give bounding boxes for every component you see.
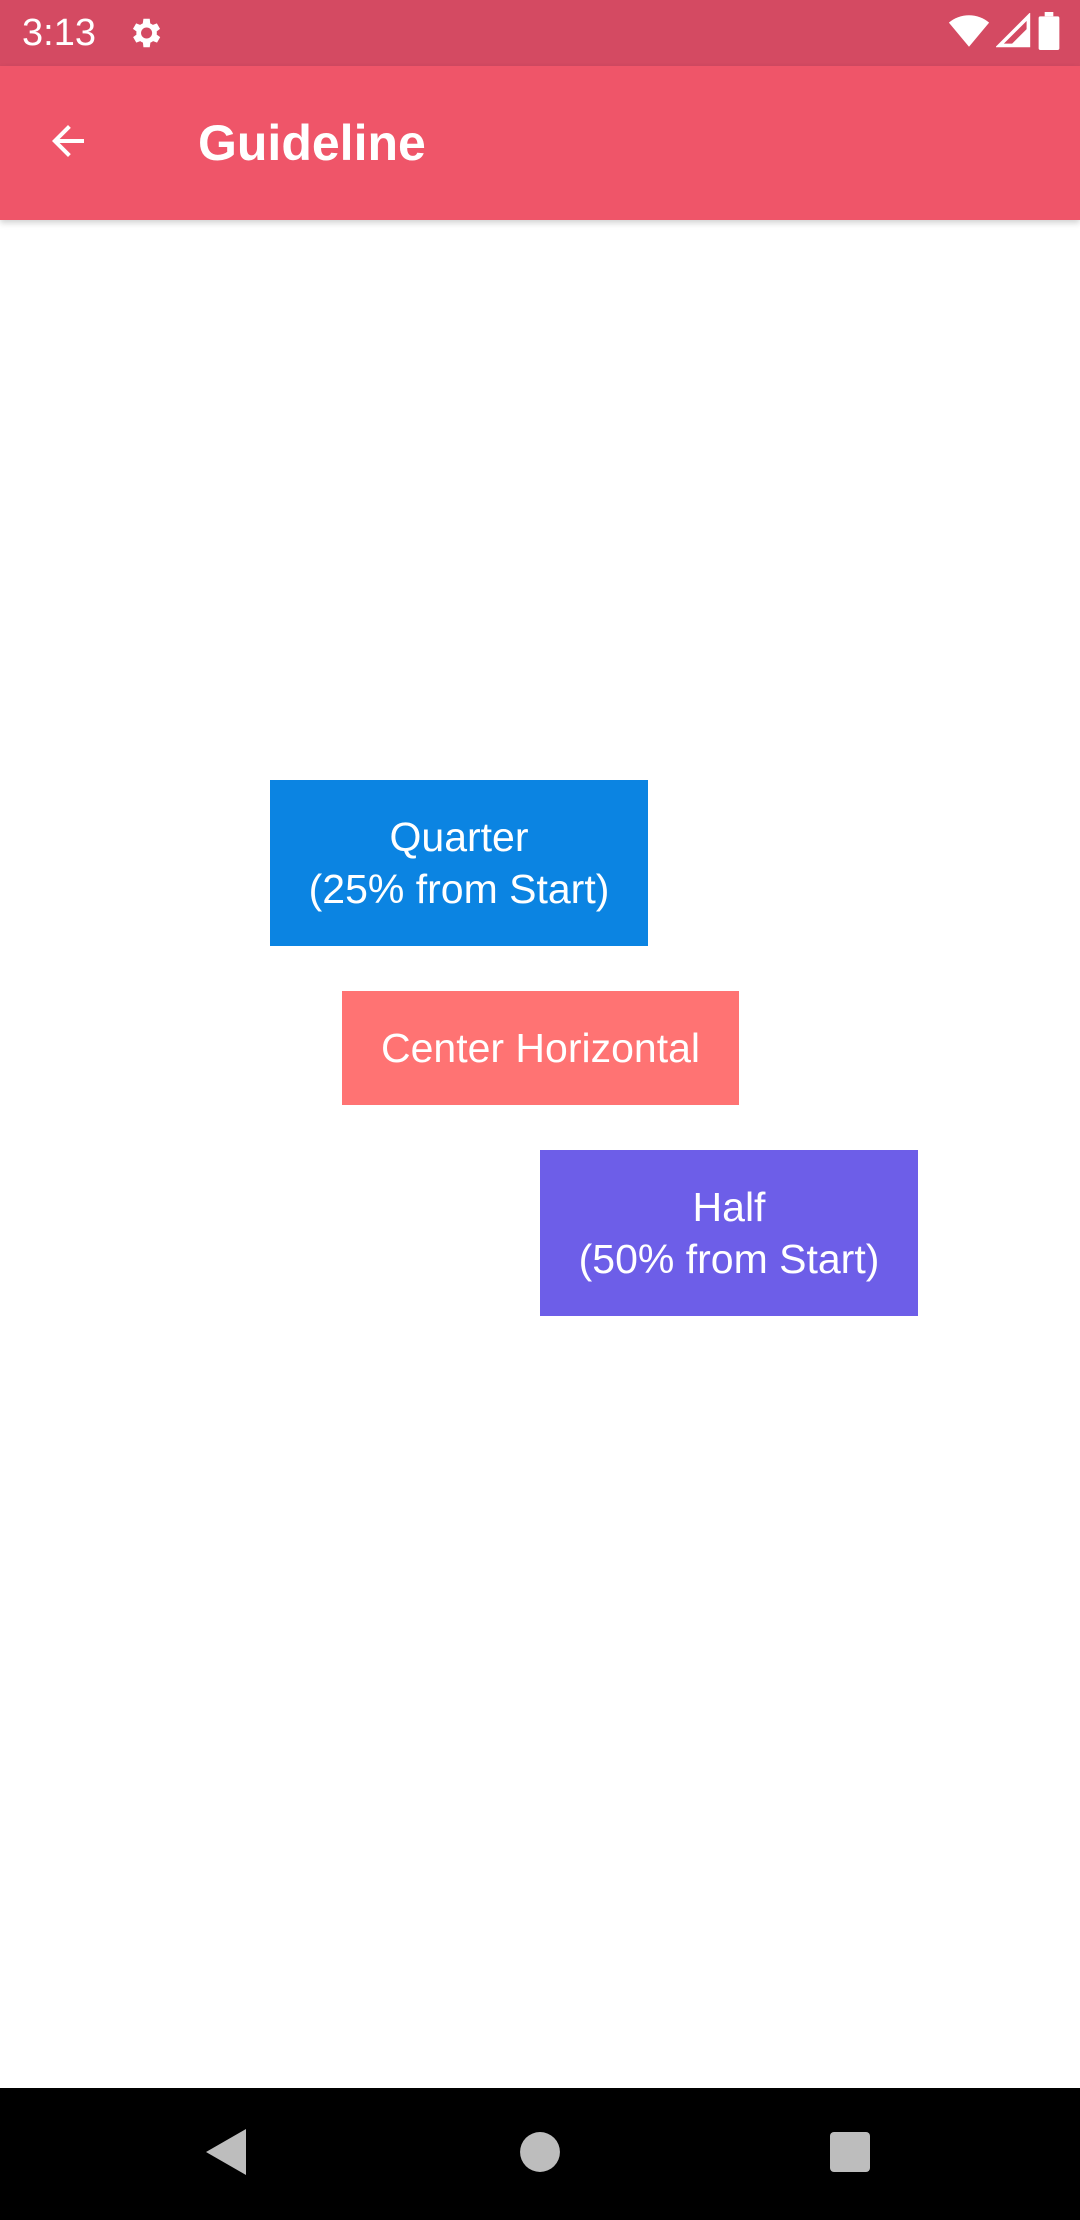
cellular-signal-icon: [995, 11, 1032, 54]
status-bar: 3:13: [0, 0, 1080, 66]
center-horizontal-label: Center Horizontal: [380, 1025, 701, 1071]
battery-icon: [1038, 11, 1060, 55]
status-icons: [948, 11, 1060, 55]
half-box[interactable]: Half (50% from Start): [540, 1150, 918, 1316]
nav-recents-square-icon: [830, 2131, 870, 2177]
navigation-bar: [0, 2088, 1080, 2220]
app-bar: Guideline: [0, 66, 1080, 220]
nav-home-button[interactable]: [496, 2110, 584, 2198]
arrow-back-icon: [44, 117, 92, 170]
quarter-box[interactable]: Quarter (25% from Start): [270, 780, 648, 946]
nav-back-button[interactable]: [182, 2110, 270, 2198]
page-title: Guideline: [198, 115, 426, 171]
nav-recents-button[interactable]: [806, 2110, 894, 2198]
wifi-icon: [948, 13, 990, 54]
half-box-title: Half: [692, 1184, 766, 1230]
half-box-subtitle: (50% from Start): [578, 1236, 880, 1282]
nav-back-triangle-icon: [204, 2127, 248, 2182]
settings-gear-icon: [126, 14, 164, 52]
quarter-box-title: Quarter: [389, 814, 529, 860]
center-horizontal-box[interactable]: Center Horizontal: [342, 991, 739, 1105]
status-time: 3:13: [22, 12, 96, 54]
quarter-box-subtitle: (25% from Start): [308, 866, 610, 912]
nav-home-circle-icon: [519, 2131, 561, 2178]
back-button[interactable]: [34, 109, 102, 177]
